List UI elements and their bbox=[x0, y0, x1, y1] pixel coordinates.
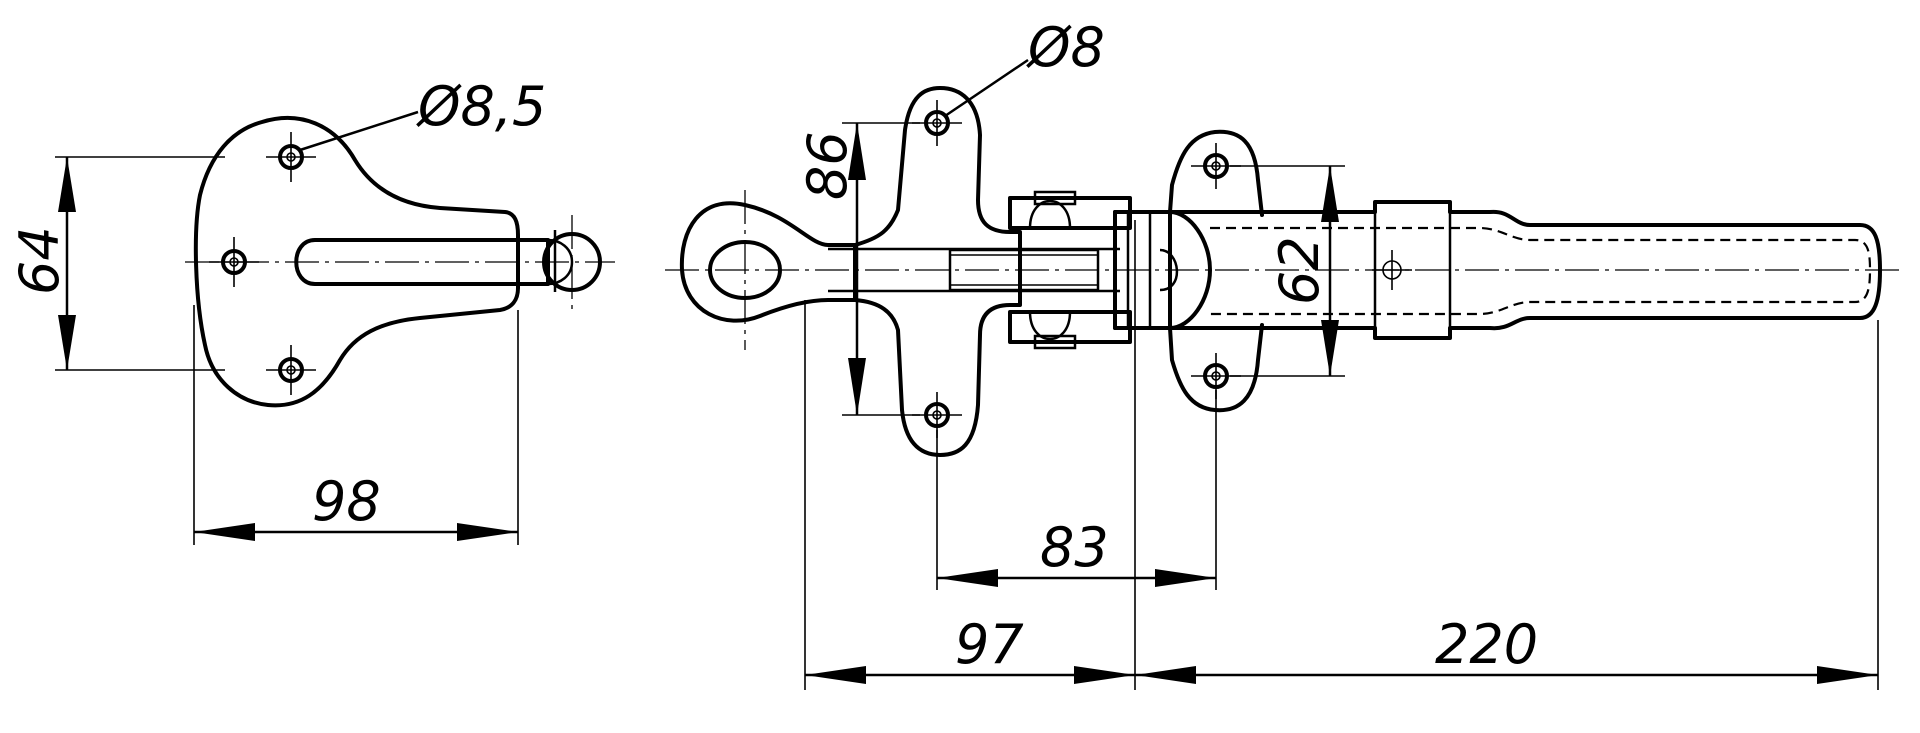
left-slot bbox=[294, 238, 550, 286]
base-plate-holes bbox=[1191, 143, 1241, 399]
cross-plate-holes bbox=[912, 100, 962, 438]
left-mounting-holes bbox=[209, 132, 316, 395]
base-height-label: 62 bbox=[1268, 236, 1331, 305]
hole-spacing-label: 83 bbox=[1040, 516, 1109, 579]
right-hole-leader bbox=[944, 58, 1029, 118]
eyelet bbox=[679, 201, 857, 323]
plate-height-label: 86 bbox=[796, 131, 859, 200]
left-hole-leader bbox=[299, 110, 419, 152]
left-view: Ø8,5 64 98 bbox=[8, 75, 615, 545]
cross-plate bbox=[853, 86, 1022, 457]
lever-length-label: 220 bbox=[1435, 613, 1538, 676]
base-height-dimension: 62 bbox=[1230, 165, 1345, 377]
base-plate bbox=[1168, 129, 1264, 413]
right-view: Ø8 86 62 83 bbox=[665, 16, 1905, 690]
lever-length-dimension: 220 bbox=[1135, 320, 1879, 690]
left-base-plate bbox=[193, 116, 520, 408]
left-height-label: 64 bbox=[8, 226, 71, 295]
right-hole-label: Ø8 bbox=[1026, 16, 1105, 79]
front-length-dimension: 97 bbox=[804, 220, 1136, 690]
hole-spacing-dimension: 83 bbox=[936, 390, 1217, 590]
left-height-dimension: 64 bbox=[8, 156, 225, 371]
front-length-label: 97 bbox=[955, 613, 1024, 676]
left-hole-label: Ø8,5 bbox=[416, 75, 546, 138]
left-width-label: 98 bbox=[312, 470, 381, 533]
plate-height-dimension: 86 bbox=[796, 122, 920, 416]
left-width-dimension: 98 bbox=[193, 305, 519, 545]
